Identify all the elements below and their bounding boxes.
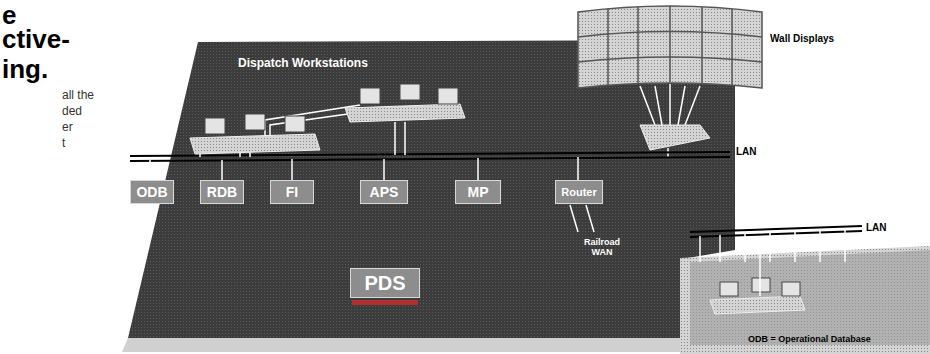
display-controller [640,125,710,150]
system-box: FI [270,180,314,204]
headline-fragment: ing. [2,54,48,85]
box-label: FI [271,181,313,203]
system-box: Router [555,180,603,204]
box-label: APS [361,181,407,203]
body-text-fragment: er [62,120,73,134]
system-box: MP [455,180,501,204]
diagram-label: Wall Displays [770,33,834,44]
system-box: RDB [200,180,244,204]
server-box: PDS [350,268,420,298]
diagram-label: Dispatch Workstations [238,56,368,70]
second-floor [690,250,930,345]
floor-platform [128,40,735,338]
box-label: RDB [201,181,243,203]
second-floor-panel [680,246,930,354]
lan-bus [130,152,862,237]
box-label: MP [456,181,500,203]
box-label: PDS [351,269,419,297]
box-label: ODB [131,181,173,203]
diagram-label: Railroad WAN [578,238,626,258]
headline-fragment: ctive- [2,24,70,55]
workstation-monitors [205,84,800,296]
body-text-fragment: ded [62,104,82,118]
second-floor-drops [700,230,845,296]
wall-display-grid [578,6,762,88]
system-box: APS [360,180,408,204]
lan-drops [150,157,594,232]
pds-bar [352,300,418,305]
diagram-label: LAN [736,146,757,157]
system-box: ODB [130,180,174,204]
diagram-label: ODB = Operational Database [748,334,871,344]
body-text-fragment: all the [62,88,94,102]
diagram-label: LAN [866,222,887,233]
floor-edge [122,338,690,352]
workstation-desks [190,104,805,314]
box-label: Router [556,181,602,203]
body-text-fragment: t [62,136,65,150]
